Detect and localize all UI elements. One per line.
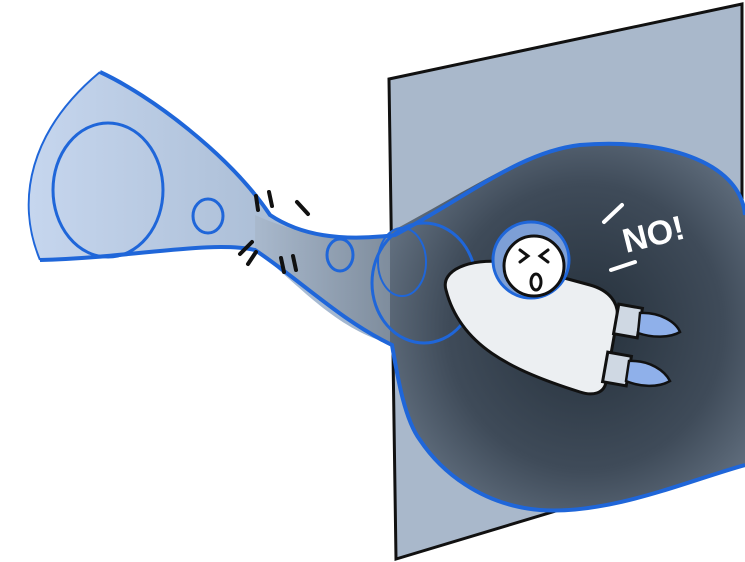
astronaut [493, 222, 569, 298]
astronaut-face [504, 236, 564, 296]
